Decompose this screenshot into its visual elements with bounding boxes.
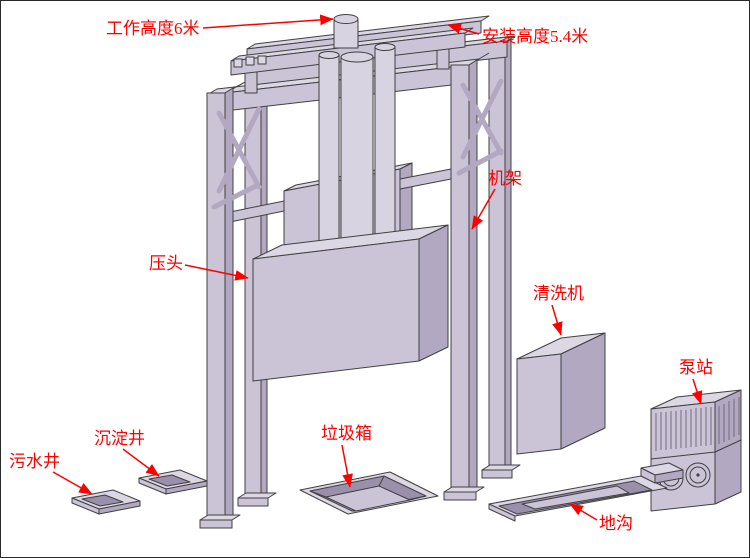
sedimentation-well — [138, 469, 208, 495]
cylinder-left — [318, 54, 340, 252]
garbage-pit — [299, 471, 439, 515]
label-install-height: 安装高度5.4米 — [482, 27, 588, 46]
arrow-working-height — [202, 14, 334, 29]
label-pump-station: 泵站 — [679, 358, 713, 377]
cylinder-center — [340, 56, 374, 254]
label-frame: 机架 — [488, 169, 522, 188]
frame-leg-front-left — [224, 87, 234, 521]
brace — [216, 106, 262, 194]
foot-plate — [237, 497, 269, 507]
label-sewage-well: 污水井 — [9, 452, 60, 471]
trench-end-cap — [488, 503, 516, 522]
label-garbage-bin: 垃圾箱 — [321, 424, 372, 443]
foot-plate — [199, 519, 233, 529]
annotations: 工作高度6米 安装高度5.4米 机架 压头 清洗机 泵站 垃圾箱 沉淀井 污水井… — [9, 14, 713, 533]
arrow-garbage-bin — [341, 444, 353, 488]
arrow-sewage-well — [52, 471, 93, 495]
arrow-press-head — [184, 264, 249, 281]
pump-louvers-side — [718, 397, 740, 444]
brace — [460, 78, 504, 160]
cylinder-right — [374, 46, 396, 252]
label-press-head: 压头 — [149, 254, 183, 273]
pump-station — [650, 389, 742, 512]
arrow-install-height — [447, 23, 480, 35]
label-sedimentation-well: 沉淀井 — [94, 429, 145, 448]
arrow-sedimentation-well — [122, 448, 160, 477]
rail-pad — [257, 55, 267, 65]
arrow-pump-station — [691, 378, 703, 405]
label-working-height: 工作高度6米 — [106, 19, 200, 38]
arrow-trench — [569, 503, 598, 521]
press-head-box — [252, 224, 449, 382]
pump-louvers-front — [655, 407, 712, 451]
trench-step — [640, 462, 684, 484]
frame-leg-back-right — [504, 38, 512, 471]
arrow-frame — [471, 188, 496, 230]
rail-pad — [233, 58, 243, 68]
rail-pad — [245, 56, 255, 66]
washing-machine — [516, 332, 606, 455]
label-trench: 地沟 — [599, 514, 633, 533]
brace — [211, 182, 261, 210]
arrow-washer — [551, 304, 563, 336]
frame-front-legs — [199, 59, 504, 529]
sewage-well — [71, 489, 141, 515]
foot-plate — [443, 491, 477, 501]
trench — [488, 462, 684, 522]
frame-leg-front-right — [468, 59, 478, 493]
pump-fan-right — [685, 462, 711, 488]
foot-plate — [481, 469, 513, 479]
label-washer: 清洗机 — [533, 284, 584, 303]
brace — [456, 148, 504, 176]
